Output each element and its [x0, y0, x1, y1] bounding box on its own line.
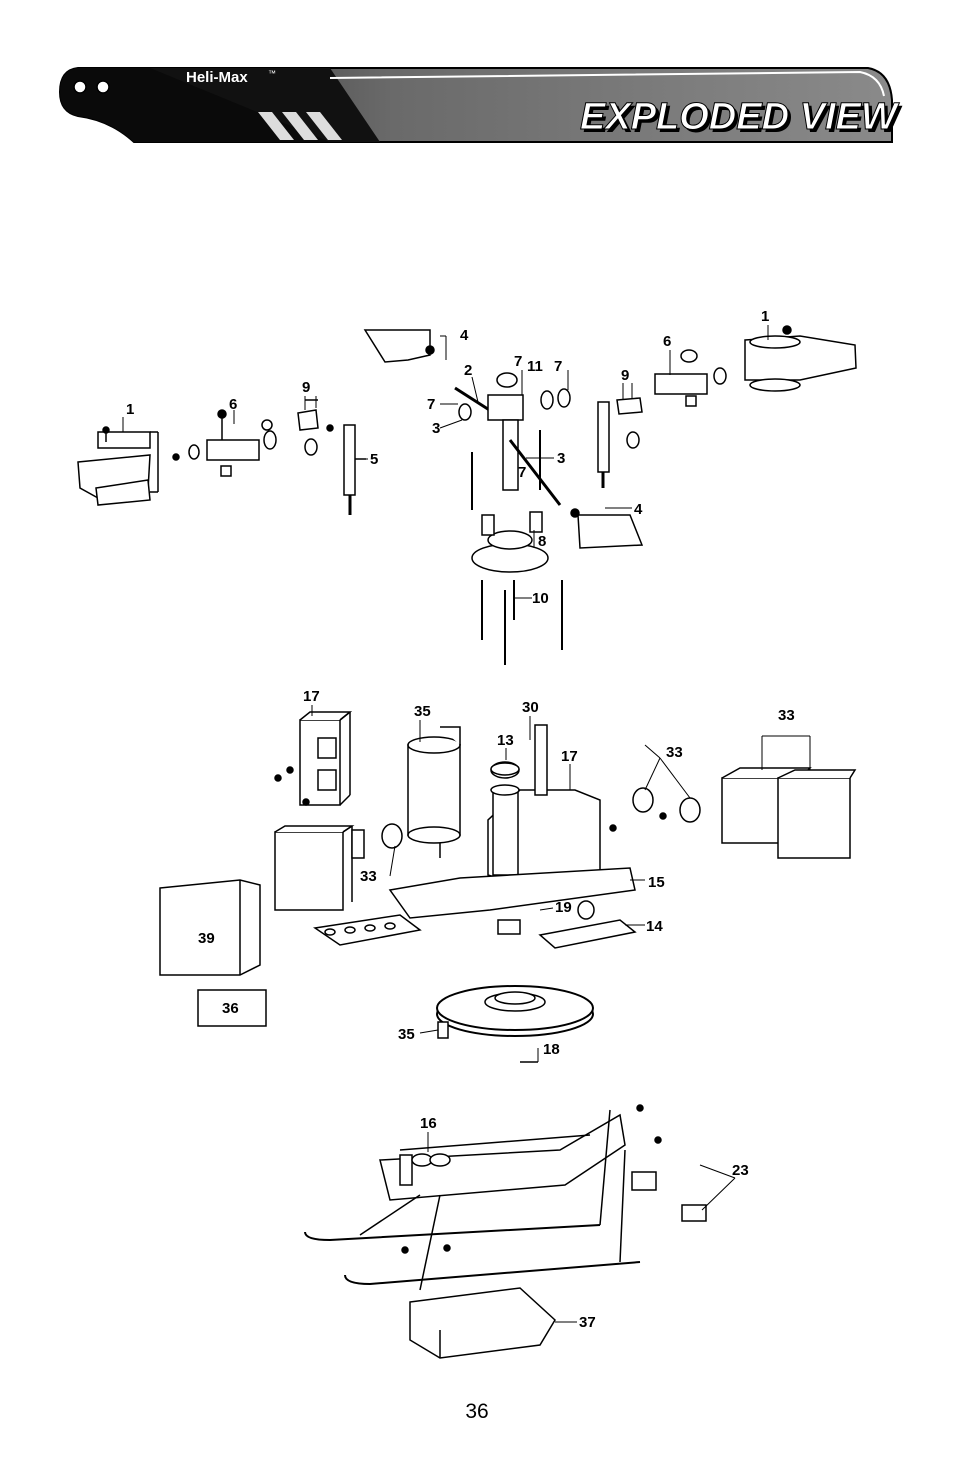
leader-lines-frame: [311, 705, 811, 1062]
callout-30: 30: [522, 699, 539, 716]
left-flybar-arm-part: [206, 439, 260, 461]
landing-gear-assembly: [304, 1104, 707, 1359]
callout-7-d: 7: [518, 464, 526, 481]
callout-35-a: 35: [414, 703, 431, 720]
callout-36: 36: [222, 1000, 239, 1017]
main-plate-part: [388, 867, 636, 919]
callout-1-right: 1: [761, 308, 769, 325]
callout-6-right: 6: [663, 333, 671, 350]
callout-37: 37: [579, 1314, 596, 1331]
tail-fitting-part-a: [631, 1171, 657, 1191]
servo-mount-part: [299, 719, 341, 806]
right-control-rod-part: [597, 401, 610, 473]
battery-box-part: [159, 879, 261, 976]
motor-part: [407, 744, 461, 836]
callout-4-top: 4: [460, 327, 469, 344]
center-hub-part: [487, 394, 524, 421]
rotor-head-assembly: [77, 325, 857, 665]
callout-2: 2: [464, 362, 472, 379]
callout-18: 18: [543, 1041, 560, 1058]
receiver-box-part: [197, 989, 267, 1027]
callout-4-right: 4: [634, 501, 643, 518]
leader-lines-rotor-head: [122, 325, 769, 599]
main-frame-assembly: [159, 711, 857, 1063]
lower-plate-part: [538, 919, 637, 949]
callout-5: 5: [370, 451, 378, 468]
callout-23: 23: [732, 1162, 749, 1179]
callout-7-c: 7: [427, 396, 435, 413]
page-title: EXPLODED VIEW: [580, 96, 900, 138]
left-ball-link-part: [304, 438, 318, 456]
callout-35-b: 35: [398, 1026, 415, 1043]
callout-19: 19: [555, 899, 572, 916]
leader-lines-landing: [427, 1132, 736, 1323]
callout-11: 11: [527, 358, 543, 375]
callout-1-left: 1: [126, 401, 134, 418]
callout-3-b: 3: [557, 450, 565, 467]
callout-15: 15: [648, 874, 665, 891]
lower-frame-part: [379, 1113, 626, 1201]
callout-33-c: 33: [360, 868, 377, 885]
brand-logo: Heli-Max: [186, 69, 248, 86]
tail-fitting-part-b: [681, 1204, 707, 1222]
callout-10: 10: [532, 590, 549, 607]
header-banner: Heli-Max ™ EXPLODED VIEW EXPLODED VIEW: [58, 67, 903, 143]
right-servo-part-b: [777, 777, 851, 859]
callout-16: 16: [420, 1115, 437, 1132]
callout-7-b: 7: [554, 358, 562, 375]
callout-9-left: 9: [302, 379, 310, 396]
page-number: 36: [465, 1400, 489, 1423]
canopy-part: [409, 1287, 556, 1359]
left-servo-part: [274, 831, 344, 911]
callout-33-a: 33: [778, 707, 795, 724]
right-blade-part: [577, 514, 644, 549]
page-title-shadow: EXPLODED VIEW: [583, 99, 903, 141]
brand-trademark: ™: [268, 69, 276, 78]
callout-17-b: 17: [561, 748, 578, 765]
callout-8: 8: [538, 533, 546, 550]
left-control-rod-part: [343, 424, 356, 496]
callout-6-left: 6: [229, 396, 237, 413]
callout-labels: 1 6 9 5 4 2 7 11 7 7 3 3 7 8 10 6 9 1 4 …: [126, 308, 795, 1331]
callout-17-a: 17: [303, 688, 320, 705]
top-blade-part: [363, 329, 431, 363]
callout-33-b: 33: [666, 744, 683, 761]
skid-part-rear: [304, 1224, 601, 1242]
callout-3-a: 3: [432, 420, 440, 437]
right-flybar-arm-part: [654, 373, 708, 395]
callout-14: 14: [646, 918, 663, 935]
callout-9-right: 9: [621, 367, 629, 384]
callout-39: 39: [198, 930, 215, 947]
callout-13: 13: [497, 732, 514, 749]
skid-part-front: [344, 1261, 641, 1286]
callout-7-a: 7: [514, 353, 522, 370]
